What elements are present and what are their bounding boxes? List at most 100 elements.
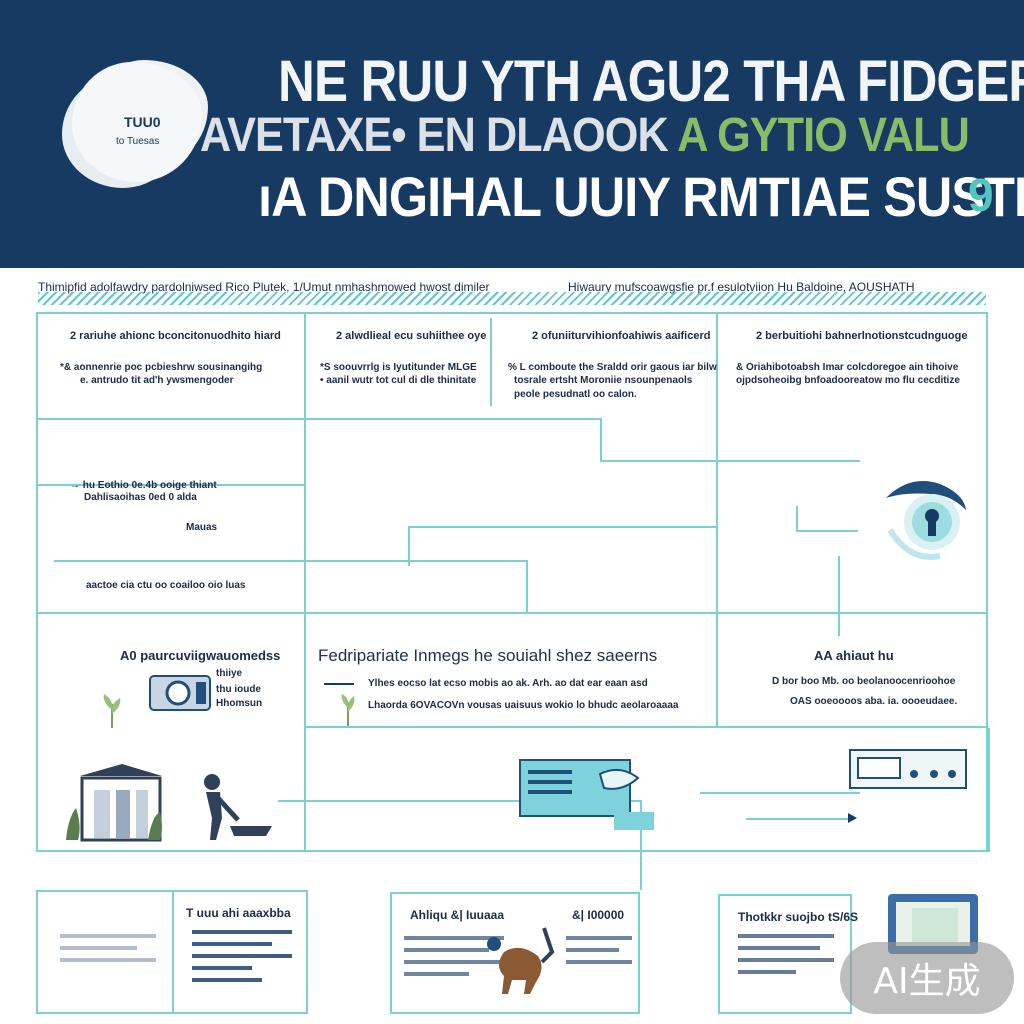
logo-subtext: to Tuesas [116, 136, 160, 147]
text-line [60, 946, 137, 950]
hatched-strip [38, 292, 986, 305]
connector-line [640, 800, 642, 890]
mid-left-label: Dahlisaoihas 0ed 0 alda [84, 492, 197, 503]
text-line [60, 934, 156, 938]
headline-line-2-part-b: A GYTIO [677, 109, 848, 162]
connector-line [278, 800, 640, 802]
arrow-line [324, 683, 354, 685]
top-col3-body: % L comboute the Sraldd orir gaous iar b… [508, 362, 717, 373]
headline-number: 9 [968, 169, 994, 221]
top-col4-body: ojpdsoheoibg bnfoadooreatow mo flu cecdi… [736, 375, 960, 386]
connector-line [746, 818, 852, 820]
middle-left-sub: thiiye [216, 668, 243, 679]
top-col3-body: tosrale ertsht Moroniie nsounpenaols [514, 375, 693, 386]
logo-blob [72, 62, 202, 182]
text-line [192, 978, 262, 982]
text-line [192, 942, 272, 946]
logo-text: TUU0 [124, 114, 161, 130]
middle-left-sub: Hhomsun [216, 698, 263, 709]
text-line [192, 966, 252, 970]
control-panel-icon [519, 759, 654, 830]
headline-line-2-part-a: AVETAXE• EN DLAOOK [200, 109, 669, 162]
middle-left-sub: thu ioude [216, 684, 261, 695]
header-banner: TUU0 to Tuesas NE RUU YTH AGU2 THA FIDGE… [0, 0, 1024, 268]
connector-line [36, 484, 304, 486]
connector-line [526, 560, 528, 614]
top-col2-body: *S soouvrrlg is Iyutitunder MLGE [320, 362, 477, 373]
bottom-right-title: Thotkkr suojbo tS/6S [738, 910, 859, 924]
text-line [738, 970, 796, 974]
text-line [404, 972, 469, 976]
bottom-center-title-b: &| I00000 [572, 908, 625, 922]
divider [716, 612, 718, 728]
text-line [566, 960, 632, 964]
divider [716, 312, 718, 614]
bottom-right-lines [738, 934, 834, 982]
mid-left-label: Mauas [186, 522, 218, 533]
bottom-left-lines [192, 930, 292, 990]
machine-icon [149, 675, 211, 711]
middle-left-title: A0 paurcuviigwauomedss [120, 648, 281, 663]
animal-icon [487, 927, 555, 994]
top-col3-title: 2 ofuniiturvihionfoahiwis aaificerd [532, 330, 711, 342]
connector-line [54, 560, 528, 562]
bottom-center-lines [566, 936, 632, 972]
logo-badge: TUU0 to Tuesas [72, 62, 202, 182]
bottom-left-title: T uuu ahi aaaxbba [186, 906, 291, 920]
top-col2-body: • aanil wutr tot cul di dle thinitate [320, 375, 477, 386]
top-col2-title: 2 alwdlieal ecu suhiithee oye [336, 330, 487, 342]
text-line [192, 954, 292, 958]
text-line [60, 958, 156, 962]
headline-line-3: ıA DNGIHAL UUIY RMTIAE SUSTEEY [258, 165, 1024, 228]
middle-frame [36, 612, 988, 852]
text-line [404, 948, 489, 952]
plant-icon [341, 694, 355, 726]
connector-line [796, 506, 798, 532]
text-line [566, 936, 632, 940]
connector-line [600, 418, 602, 462]
middle-right-title: AA ahiaut hu [814, 648, 894, 663]
middle-right-row: OAS ooeoooos aba. ia. oooeudaee. [790, 696, 958, 707]
top-col3-body: peole pesudnatl oo calon. [514, 389, 637, 400]
divider [304, 312, 306, 614]
bottom-left-faded-lines [60, 934, 156, 970]
building-icon [66, 764, 272, 842]
divider [490, 318, 492, 406]
text-line [738, 958, 834, 962]
text-line [192, 930, 292, 934]
middle-center-title: Fedripariate Inmegs he souiahl shez saee… [318, 646, 658, 665]
bottom-center-lines [404, 936, 504, 984]
headline-line-2: AVETAXE• EN DLAOOK A GYTIO VALU [200, 108, 970, 163]
connector-line [796, 530, 858, 532]
device-icon [888, 894, 978, 954]
top-col1-body: e. antrudo tit ad'h ywsmengoder [80, 375, 234, 386]
text-line [738, 946, 820, 950]
top-col1-title: 2 rariuhe ahionc bconcitonuodhito hiard [70, 330, 281, 342]
divider [172, 890, 174, 1014]
connector-line [838, 556, 840, 636]
connector-line [988, 728, 990, 852]
connector-line [410, 526, 716, 528]
middle-right-row: D bor boo Mb. oo beolanoocenrioohoe [772, 676, 956, 687]
ai-generated-badge: AI生成 [840, 942, 1014, 1014]
plant-icon [103, 694, 121, 728]
connector-line [304, 726, 988, 728]
divider [304, 612, 306, 852]
caption-right: Hiwaury mufscoawgsfie pr.f esulotviion H… [568, 280, 915, 294]
connector-line [36, 418, 602, 420]
headline-line-2-part-c: VALU [858, 109, 970, 162]
status-panel-icon [849, 749, 967, 789]
text-line [404, 960, 504, 964]
connector-line [408, 526, 410, 566]
text-line [404, 936, 504, 940]
top-col1-body: *& aonnenrie poc pcbieshrw sousinangihg [60, 362, 263, 373]
top-col4-body: & Oriahibotoabsh Imar colcdoregoe ain ti… [736, 362, 959, 373]
connector-line [600, 460, 860, 462]
caption-left: Thimipfid adolfawdry pardolniwsed Rico P… [38, 280, 490, 294]
bottom-center-frame [390, 892, 640, 1014]
arrowhead [848, 813, 857, 823]
lock-eye-icon [886, 481, 966, 560]
mid-left-label: → hu Eothio 0e.4b ooige thiant [70, 480, 217, 491]
headline-line-1: NE RUU YTH AGU2 THA FIDGERSSC A [278, 49, 1024, 114]
text-line [738, 934, 834, 938]
